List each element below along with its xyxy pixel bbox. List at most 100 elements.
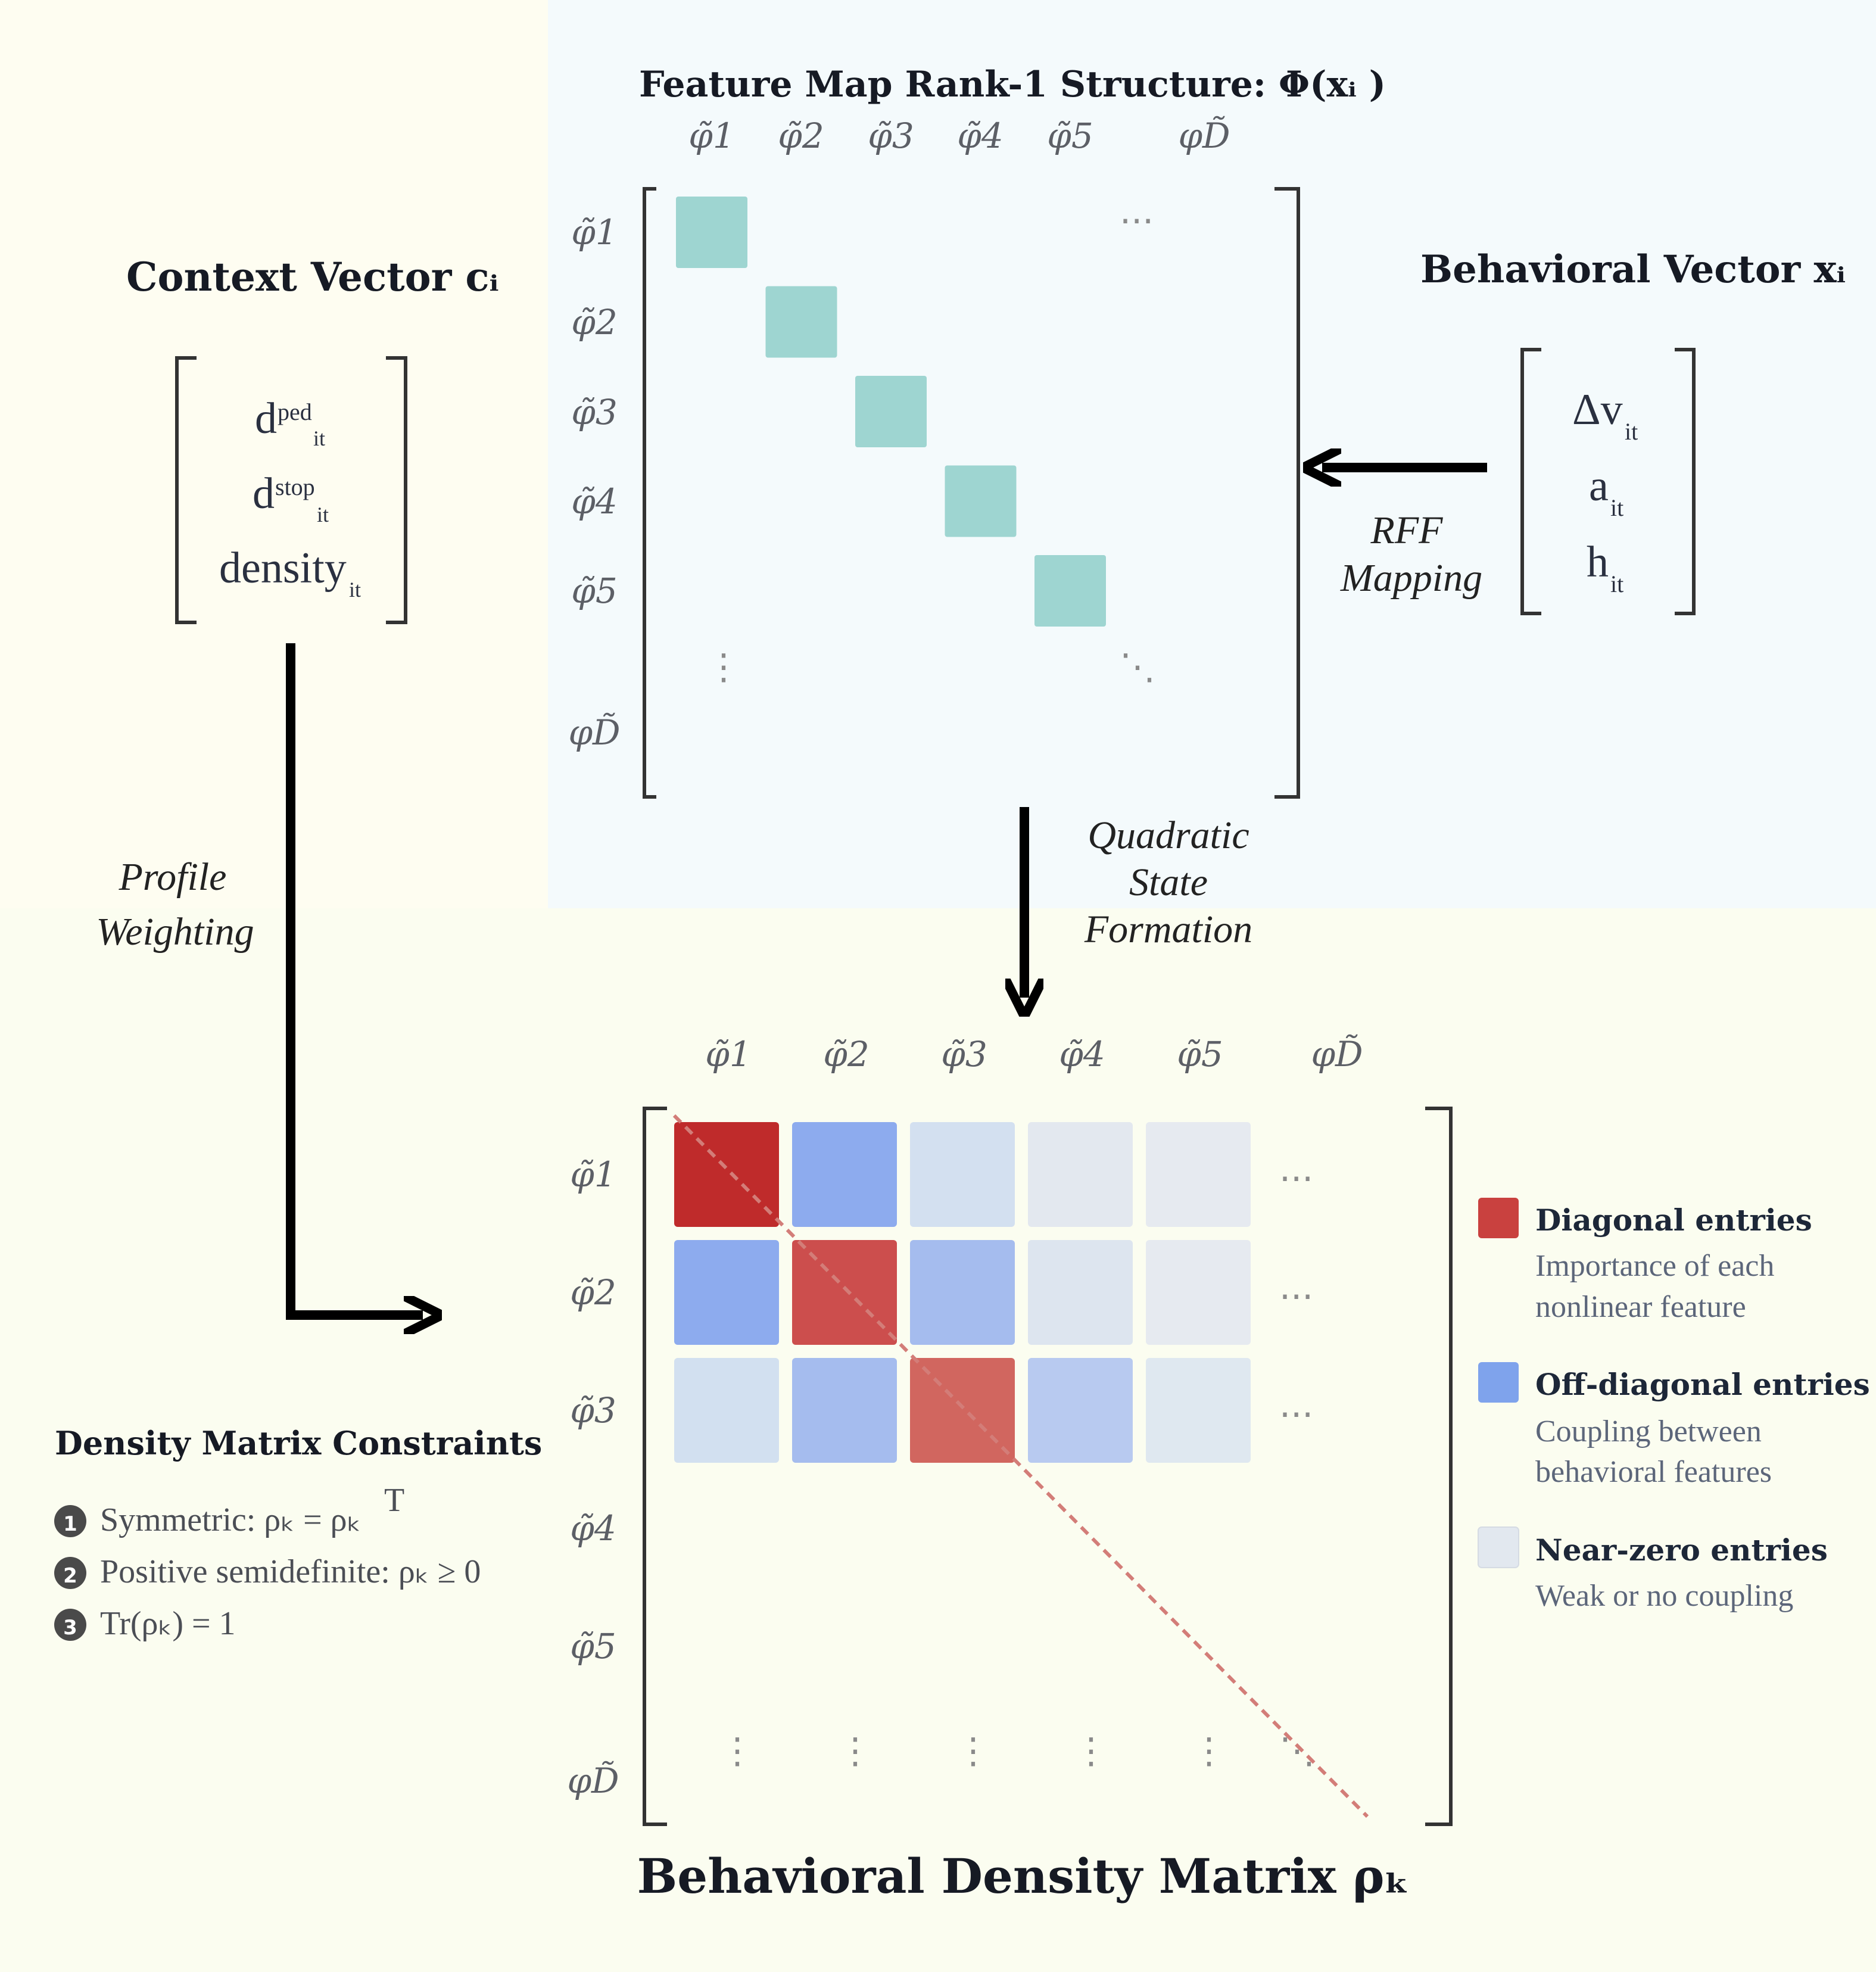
svg-text:Δv: Δv: [1572, 385, 1623, 434]
svg-text:behavioral features: behavioral features: [1535, 1455, 1772, 1489]
density-cell: [674, 1240, 779, 1345]
context-vector-left-bracket: [175, 356, 197, 624]
feature-map-title: Feature Map Rank-1 Structure: Φ(xᵢ ): [639, 64, 1386, 105]
profile-weighting-arrow: [286, 643, 423, 1315]
feature-map-row-header: φ̃4: [571, 481, 618, 522]
density-cell: [910, 1122, 1015, 1227]
feature-map-left-bracket: [643, 187, 656, 799]
feature-map-row-header: φD̃: [568, 712, 620, 753]
behavioral-vector-entry-a: a it: [1589, 462, 1623, 521]
density-cell: [1146, 1240, 1251, 1345]
density-matrix-left-bracket: [643, 1107, 667, 1826]
feature-map-col-header: φ̃4: [957, 116, 1004, 156]
context-vector-entry-density: density it: [219, 544, 361, 602]
density-vertical-ellipsis: ⋮⋮⋮⋮⋮: [719, 1730, 1227, 1772]
density-row1-ellipsis: ···: [1279, 1158, 1313, 1200]
density-row2-ellipsis: ···: [1279, 1276, 1313, 1318]
svg-text:d: d: [255, 394, 277, 443]
quadratic-label-line3: Formation: [1084, 908, 1252, 951]
svg-text:it: it: [349, 578, 361, 602]
svg-text:a: a: [1589, 462, 1609, 510]
svg-text:3: 3: [63, 1616, 77, 1640]
feature-map-panel-background: [548, 0, 1876, 908]
feature-map-right-bracket: [1274, 187, 1300, 799]
density-cell: [674, 1358, 779, 1463]
svg-text:stop: stop: [275, 473, 315, 500]
svg-text:Near-zero entries: Near-zero entries: [1535, 1532, 1828, 1568]
behavioral-vector-right-bracket: [1675, 348, 1696, 615]
svg-text:d: d: [253, 469, 275, 518]
svg-text:1: 1: [63, 1512, 77, 1536]
behavioral-vector-entry-h: h it: [1587, 538, 1623, 597]
density-cell: [674, 1122, 779, 1227]
legend-off-diagonal: Off-diagonal entries Coupling between be…: [1478, 1362, 1870, 1489]
feature-map-row-header: φ̃3: [571, 392, 618, 432]
legend-diagonal: Diagonal entries Importance of each nonl…: [1478, 1198, 1812, 1324]
density-cell: [792, 1358, 897, 1463]
feature-map-row-header: φ̃5: [571, 571, 618, 611]
quadratic-label-line1: Quadratic: [1087, 814, 1249, 857]
constraints-title: Density Matrix Constraints: [55, 1424, 542, 1462]
svg-text:it: it: [1625, 418, 1638, 445]
density-diagonal-ellipsis: ⋱: [1279, 1730, 1315, 1772]
rff-label-line2: Mapping: [1340, 556, 1482, 600]
feature-map-cells: [676, 197, 1106, 627]
density-cell: [1146, 1122, 1251, 1227]
feature-map-cell: [855, 376, 927, 447]
density-cell: [910, 1358, 1015, 1463]
density-matrix-title: Behavioral Density Matrix ρₖ: [637, 1848, 1410, 1904]
quadratic-label-line2: State: [1129, 861, 1208, 904]
svg-text:Diagonal entries: Diagonal entries: [1535, 1202, 1812, 1238]
constraint-item-3: 3 Tr(ρₖ) = 1: [54, 1605, 236, 1642]
svg-text:it: it: [313, 426, 325, 450]
density-col-header: φ̃3: [941, 1034, 987, 1074]
density-cell: [1146, 1358, 1251, 1463]
svg-text:2: 2: [63, 1564, 77, 1588]
feature-map-cell: [765, 286, 837, 358]
rff-label-line1: RFF: [1370, 509, 1444, 552]
density-matrix-right-bracket: [1425, 1107, 1453, 1826]
density-cell: [1028, 1122, 1133, 1227]
feature-map-vertical-ellipsis: ⋮: [706, 646, 741, 688]
density-row-header: φ̃1: [570, 1154, 616, 1195]
svg-text:Importance of each: Importance of each: [1535, 1249, 1774, 1283]
density-col-header: φ̃2: [823, 1034, 870, 1074]
constraint-item-2: 2 Positive semidefinite: ρₖ ≥ 0: [54, 1553, 481, 1590]
feature-map-diagonal-ellipsis: ⋱: [1120, 646, 1155, 688]
feature-map-row-header: φ̃1: [571, 212, 618, 253]
feature-map-cell: [1034, 555, 1106, 627]
feature-map-cell: [676, 197, 747, 268]
svg-text:h: h: [1587, 538, 1609, 587]
density-cell: [910, 1240, 1015, 1345]
density-row-header: φD̃: [567, 1760, 619, 1801]
diagonal-dashed-line: [672, 1114, 1369, 1818]
density-matrix-cells: [674, 1122, 1251, 1463]
density-col-header: φ̃1: [705, 1034, 752, 1074]
svg-text:Symmetric: ρₖ = ρₖ: Symmetric: ρₖ = ρₖ: [100, 1501, 361, 1538]
svg-text:Tr(ρₖ) = 1: Tr(ρₖ) = 1: [100, 1605, 236, 1642]
density-col-ellipsis: ⋮: [955, 1730, 991, 1772]
svg-text:Off-diagonal entries: Off-diagonal entries: [1535, 1367, 1870, 1402]
feature-map-col-header: φ̃3: [868, 116, 914, 156]
context-vector-entry-stop: d stop it: [253, 469, 329, 527]
svg-text:nonlinear feature: nonlinear feature: [1535, 1290, 1746, 1324]
density-col-ellipsis: ⋮: [837, 1730, 873, 1772]
density-cell: [1028, 1358, 1133, 1463]
behavioral-vector-entry-dv: Δv it: [1572, 385, 1638, 445]
density-row-header: φ̃3: [570, 1390, 616, 1431]
svg-text:Positive semidefinite: ρₖ ≥ 0: Positive semidefinite: ρₖ ≥ 0: [100, 1553, 481, 1590]
density-row-header: φ̃5: [570, 1626, 616, 1666]
density-row3-ellipsis: ···: [1279, 1394, 1313, 1436]
density-cell: [792, 1240, 897, 1345]
svg-text:it: it: [1610, 494, 1623, 521]
density-col-ellipsis: ⋮: [1191, 1730, 1227, 1772]
feature-map-col-header: φ̃2: [778, 116, 824, 156]
legend-near-zero: Near-zero entries Weak or no coupling: [1478, 1526, 1828, 1613]
density-col-header: φ̃5: [1177, 1034, 1223, 1074]
context-vector-entry-ped: d ped it: [255, 394, 325, 450]
density-col-header: φ̃4: [1059, 1034, 1105, 1074]
density-cell: [1028, 1240, 1133, 1345]
svg-text:T: T: [384, 1482, 404, 1519]
